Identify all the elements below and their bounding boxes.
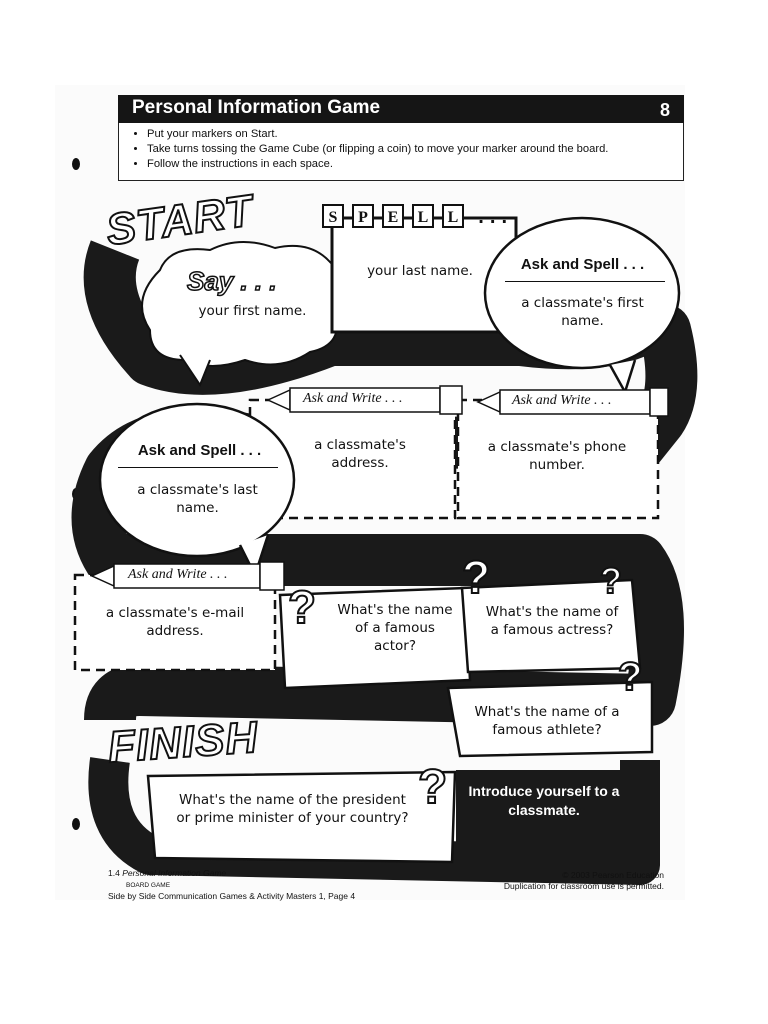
finish-label: FINISH: [105, 712, 260, 773]
say-text: your first name.: [198, 303, 307, 319]
page-ref: 1.4: [108, 868, 120, 878]
game-number: 8: [660, 100, 671, 120]
say-cloud: [141, 240, 345, 367]
footer-type: BOARD GAME: [126, 882, 171, 889]
ask-write-label: Ask and Write . . .: [303, 391, 403, 406]
ask-spell-heading: Ask and Spell . . .: [520, 256, 645, 273]
footer-right: © 2003 Pearson Education Duplication for…: [484, 870, 664, 892]
ask-spell-text: a classmate's first name.: [521, 295, 644, 329]
question-mark-icon: ?: [461, 550, 491, 604]
divider: [118, 467, 278, 468]
say-heading: Say . . .: [186, 265, 277, 297]
ask-write-text: a classmate's phone number.: [487, 439, 627, 473]
instructions-box: Put your markers on Start. Take turns to…: [118, 123, 684, 181]
instruction-item: Take turns tossing the Game Cube (or fli…: [147, 142, 683, 157]
dashed-box: [73, 573, 277, 672]
pencil-icon: [266, 385, 463, 415]
ask-spell-heading: Ask and Spell . . .: [137, 442, 262, 459]
spell-dots: . . .: [478, 208, 508, 227]
pencil-icon: [90, 561, 285, 591]
president-question: What's the name of the president or prim…: [176, 792, 409, 826]
actress-question: What's the name of a famous actress?: [485, 604, 619, 638]
introduce-box: Introduce yourself to a classmate.: [456, 770, 632, 860]
question-mark-icon: ?: [417, 760, 448, 815]
spell-tile: L: [442, 204, 464, 228]
spell-text: your last name.: [367, 263, 473, 279]
divider: [505, 281, 665, 282]
question-box: [278, 586, 472, 690]
spell-tile: E: [382, 204, 404, 228]
speech-bubble: [98, 402, 296, 558]
binder-hole: [72, 818, 80, 830]
page-title: Personal Information Game: [132, 97, 381, 118]
binder-hole: [72, 158, 80, 170]
spell-tile: S: [322, 204, 344, 228]
athlete-question: What's the name of a famous athlete?: [474, 704, 620, 738]
question-mark-icon: ?: [599, 559, 623, 602]
footer-left: 1.4 Personal Information Game BOARD GAME…: [108, 868, 355, 902]
speech-bubble: [483, 216, 681, 370]
instruction-item: Put your markers on Start.: [147, 127, 683, 142]
question-box: [460, 578, 642, 674]
ask-write-text: a classmate's e-mail address.: [105, 605, 245, 639]
spell-tile: P: [352, 204, 374, 228]
ask-write-label: Ask and Write . . .: [512, 393, 612, 408]
question-mark-icon: ?: [287, 580, 317, 634]
dashed-box: [456, 398, 660, 520]
ask-write-label: Ask and Write . . .: [128, 567, 228, 582]
header-bar: [118, 95, 684, 123]
question-mark-icon: ?: [617, 654, 643, 700]
cloud-tail: [179, 354, 211, 388]
footer-title: Personal Information Game: [122, 868, 227, 878]
ask-spell-text: a classmate's last name.: [137, 482, 258, 516]
copyright: © 2003 Pearson Education: [562, 870, 664, 880]
actor-question: What's the name of a famous actor?: [337, 602, 453, 654]
pencil-icon: [476, 387, 669, 417]
bubble-tail: [608, 359, 637, 396]
question-box: [446, 680, 654, 758]
board-path: [88, 757, 660, 885]
footer-source: Side by Side Communication Games & Activ…: [108, 891, 356, 901]
question-box: [146, 770, 457, 864]
instruction-item: Follow the instructions in each space.: [147, 157, 683, 172]
spell-tile: L: [412, 204, 434, 228]
permission: Duplication for classroom use is permitt…: [503, 881, 664, 891]
ask-write-text: a classmate's address.: [314, 437, 406, 471]
